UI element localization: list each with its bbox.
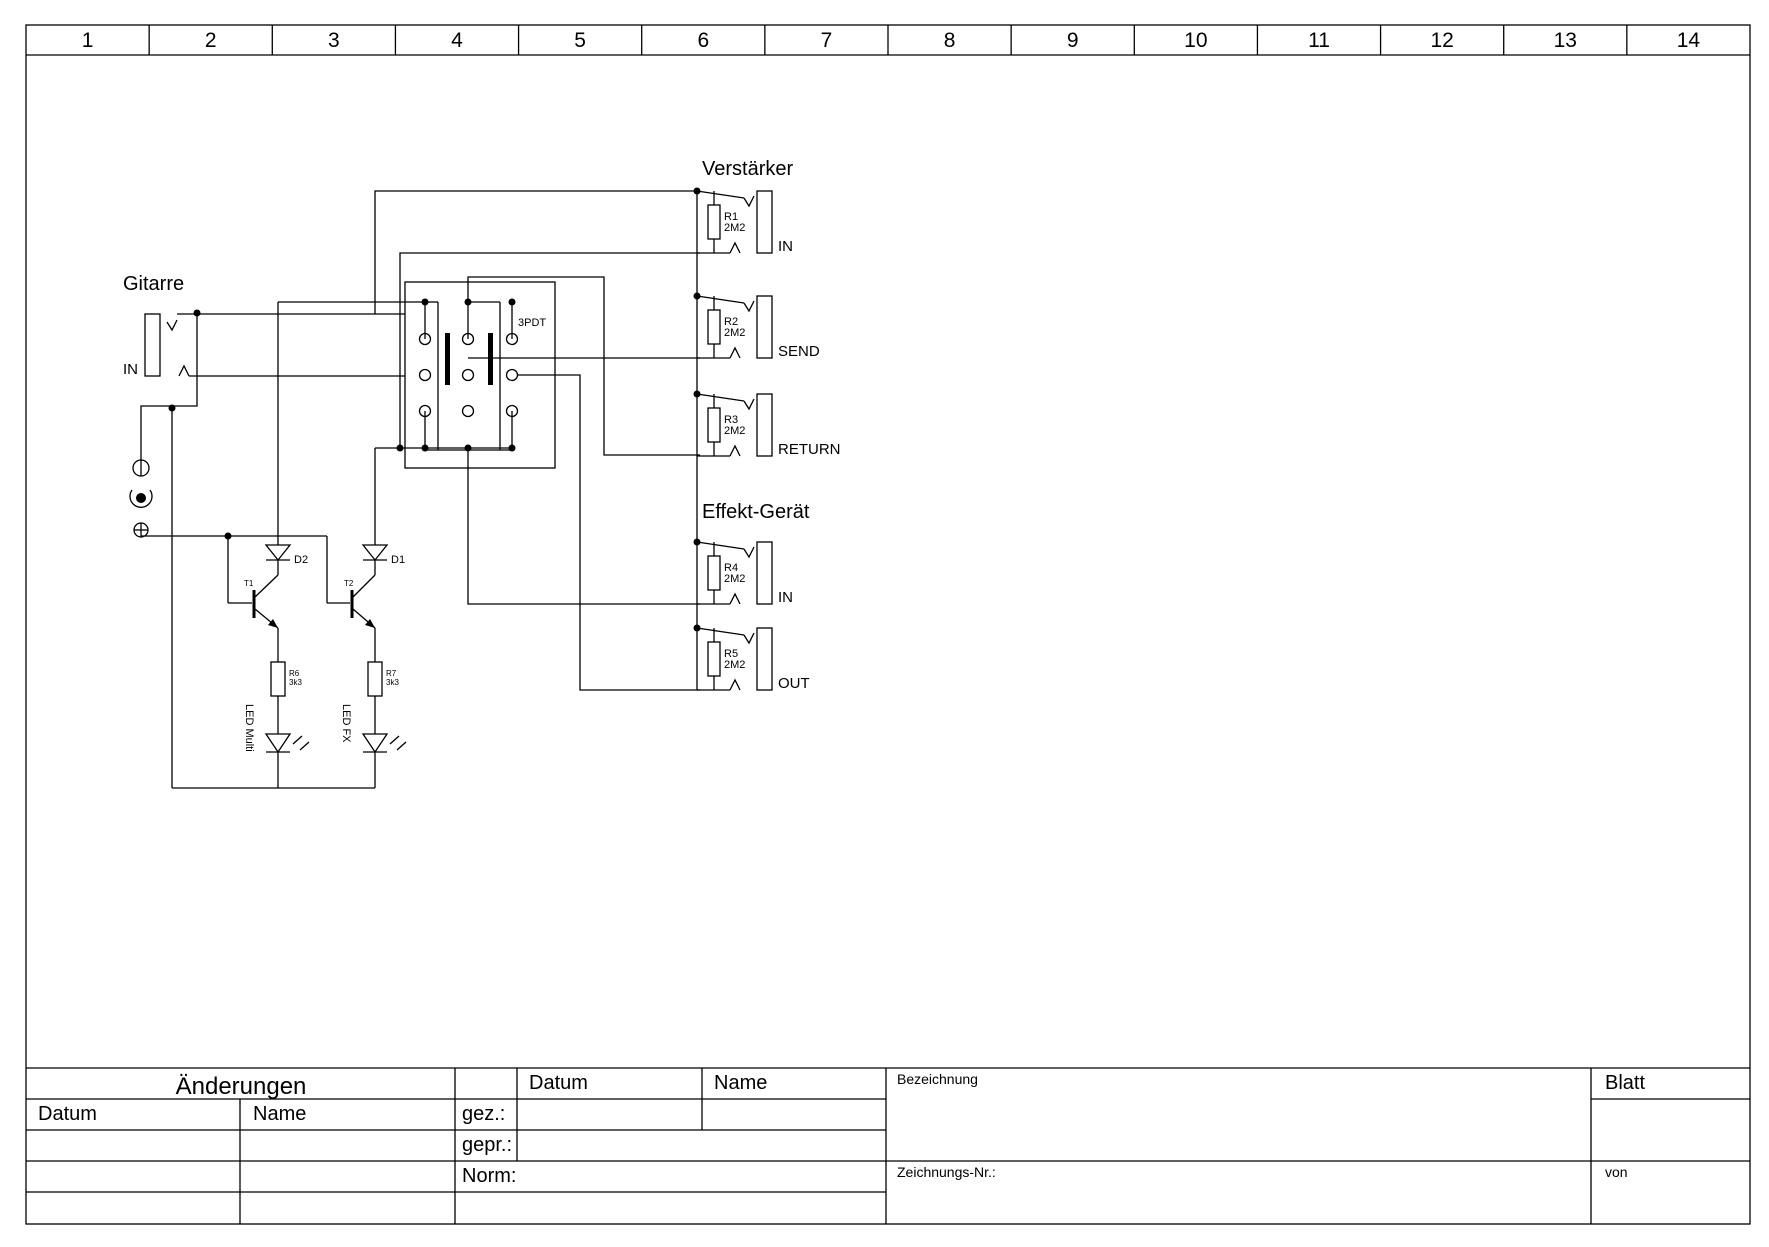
switch-label: 3PDT [518, 317, 546, 329]
resistor-label: R3 [724, 414, 738, 426]
column-number: 11 [1308, 29, 1330, 52]
name-header: Name [714, 1072, 767, 1094]
column-number: 1 [82, 29, 94, 52]
power-jack [129, 459, 153, 538]
jack-body [756, 541, 773, 605]
r6-value: 3k3 [289, 678, 302, 687]
sheet-label: Blatt [1605, 1072, 1645, 1094]
effect-section: Effekt-Gerät [702, 501, 810, 523]
resistor-value: 2M2 [724, 327, 745, 339]
norm-label: Norm: [462, 1165, 516, 1187]
date-header: Datum [529, 1072, 588, 1094]
diode-d1-label: D1 [391, 554, 405, 566]
guitar-jack-label: IN [123, 361, 138, 378]
column-number: 14 [1677, 29, 1701, 52]
effect-title: Effekt-Gerät [702, 501, 810, 523]
transistor-t1-label: T1 [244, 579, 254, 588]
jack-label: IN [778, 589, 793, 606]
jack-resistor [707, 555, 721, 591]
column-number: 7 [821, 29, 833, 52]
switch-lug [505, 368, 519, 382]
changes-name-header: Name [253, 1103, 306, 1125]
switch-wiring [278, 190, 700, 691]
column-number: 13 [1554, 29, 1577, 52]
column-number: 12 [1430, 29, 1453, 52]
r7-label: R7 [386, 669, 397, 678]
jack-resistor [707, 407, 721, 443]
jack-label: RETURN [778, 441, 841, 458]
led-driver: D2 T1 R6 3k3 LED Multi D1 T2 [172, 302, 407, 789]
of-label: von [1605, 1164, 1628, 1180]
column-number: 8 [944, 29, 956, 52]
jack-body [756, 295, 773, 359]
amplifier-title: Verstärker [702, 158, 793, 180]
checked-by-label: gepr.: [462, 1134, 512, 1156]
transistor-t2-label: T2 [344, 579, 354, 588]
jack-body [756, 190, 773, 254]
resistor-value: 2M2 [724, 222, 745, 234]
changes-header: Änderungen [176, 1073, 307, 1100]
column-number: 5 [574, 29, 586, 52]
r6-label: R6 [289, 669, 300, 678]
column-number: 4 [451, 29, 463, 52]
resistor-value: 2M2 [724, 659, 745, 671]
jack-resistor [707, 641, 721, 677]
designation-label: Bezeichnung [897, 1071, 978, 1087]
column-number: 9 [1067, 29, 1079, 52]
led-multi-label: LED Multi [243, 704, 255, 752]
resistor-label: R2 [724, 316, 738, 328]
led-fx-label: LED FX [340, 704, 352, 743]
guitar-title: Gitarre [123, 273, 184, 295]
switch-lug [418, 368, 432, 382]
jack-resistor [707, 309, 721, 345]
guitar-jack [144, 313, 161, 377]
column-number: 6 [697, 29, 709, 52]
drawing-number-label: Zeichnungs-Nr.: [897, 1164, 996, 1180]
resistor-value: 2M2 [724, 425, 745, 437]
jack-label: SEND [778, 343, 820, 360]
jack-label: IN [778, 238, 793, 255]
r7-value: 3k3 [386, 678, 399, 687]
resistor-label: R1 [724, 211, 738, 223]
column-number: 3 [328, 29, 340, 52]
column-number: 10 [1184, 29, 1207, 52]
drawn-by-label: gez.: [462, 1103, 505, 1125]
jack-body [756, 627, 773, 691]
diode-d2-label: D2 [294, 554, 308, 566]
switch-lug [461, 404, 475, 418]
resistor-label: R5 [724, 648, 738, 660]
jack-label: OUT [778, 675, 810, 692]
resistor-value: 2M2 [724, 573, 745, 585]
switch-lug [461, 368, 475, 382]
footswitch-3pdt: 3PDT [404, 281, 556, 469]
jack-body [756, 393, 773, 457]
resistor-label: R4 [724, 562, 738, 574]
changes-date-header: Datum [38, 1103, 97, 1125]
amplifier-section: Verstärker [702, 158, 793, 180]
jack-resistor [707, 204, 721, 240]
title-block: Änderungen Datum Name Datum Name gez.: g… [26, 1067, 1750, 1224]
column-number: 2 [205, 29, 217, 52]
guitar-section: Gitarre IN [123, 273, 405, 788]
